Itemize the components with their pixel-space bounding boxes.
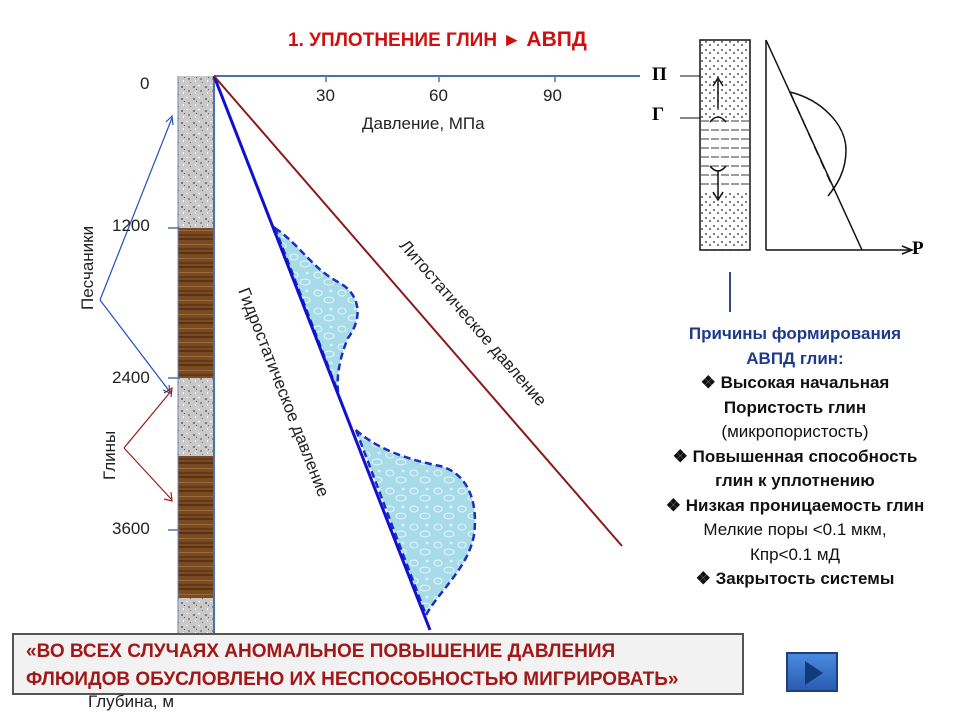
pressure-axis-line	[214, 76, 640, 82]
cause-text: Высокая начальная	[721, 373, 890, 392]
cause-text: Закрытость системы	[716, 569, 895, 588]
hydrostatic-line	[214, 76, 430, 630]
bullet-diamond-icon: ❖	[673, 447, 693, 466]
cause-text: Низкая проницаемость глин	[686, 496, 925, 515]
title-arrow-icon: ►	[502, 30, 521, 51]
depth-tick-2400: 2400	[112, 368, 150, 388]
depth-tick-0: 0	[140, 74, 149, 94]
causes-panel: Причины формирования АВПД глин: ❖ Высока…	[630, 322, 960, 592]
rock-column	[178, 76, 214, 633]
sand-layer	[178, 378, 214, 456]
depth-axis-label: Глубина, м	[88, 692, 174, 712]
cause-line: Мелкие поры <0.1 мкм,	[630, 518, 960, 543]
sand-arrows	[100, 116, 173, 393]
slide-title: 1. УПЛОТНЕНИЕ ГЛИН ► АВПД	[288, 28, 587, 52]
cause-text: Кпр<0.1 мД	[750, 545, 840, 564]
cause-line: ❖ Закрытость системы	[630, 567, 960, 592]
cause-text: Пористость глин	[724, 398, 866, 417]
inset-column-top	[700, 40, 750, 118]
conclusion-quote: «ВО ВСЕХ СЛУЧАЯХ АНОМАЛЬНОЕ ПОВЫШЕНИЕ ДА…	[12, 633, 744, 695]
inset-label-g: Г	[652, 104, 664, 126]
cause-line: Пористость глин	[630, 396, 960, 421]
sandstone-label: Песчаники	[78, 226, 98, 310]
next-slide-button[interactable]	[786, 652, 838, 692]
cause-text: (микропористость)	[721, 422, 868, 441]
title-accent: АВПД	[526, 28, 586, 51]
sand-layer	[178, 598, 214, 633]
cause-line: глин к уплотнению	[630, 469, 960, 494]
clay-label: Глины	[100, 431, 120, 480]
clay-arrows	[124, 388, 172, 501]
causes-heading-line: Причины формирования	[630, 322, 960, 347]
cause-text: Мелкие поры <0.1 мкм,	[703, 520, 886, 539]
inset-column-middle	[700, 118, 750, 190]
pressure-axis-label: Давление, МПа	[362, 114, 485, 134]
cause-line: ❖ Высокая начальная	[630, 371, 960, 396]
causes-heading-line: АВПД глин:	[630, 347, 960, 372]
cause-line: (микропористость)	[630, 420, 960, 445]
pressure-tick-30: 30	[316, 86, 335, 106]
inset-axis-label: P	[912, 238, 924, 260]
anomaly-zone-upper	[275, 228, 358, 392]
depth-tick-3600: 3600	[112, 519, 150, 539]
bullet-diamond-icon: ❖	[701, 373, 721, 392]
clay-layer	[178, 228, 214, 378]
quote-line: «ВО ВСЕХ СЛУЧАЯХ АНОМАЛЬНОЕ ПОВЫШЕНИЕ ДА…	[26, 638, 742, 666]
cause-text: Повышенная способность	[693, 447, 918, 466]
inset-label-p: П	[652, 64, 667, 86]
inset-column-bottom	[700, 190, 750, 250]
cause-line: ❖ Низкая проницаемость глин	[630, 494, 960, 519]
inset-figure	[644, 26, 956, 312]
anomaly-zone-lower	[356, 430, 475, 615]
title-text: 1. УПЛОТНЕНИЕ ГЛИН	[288, 30, 497, 51]
play-arrow-icon	[805, 661, 823, 685]
quote-line: ФЛЮИДОВ ОБУСЛОВЛЕНО ИХ НЕСПОСОБНОСТЬЮ МИ…	[26, 666, 742, 694]
depth-tick-1200: 1200	[112, 216, 150, 236]
pressure-tick-60: 60	[429, 86, 448, 106]
cause-line: ❖ Повышенная способность	[630, 445, 960, 470]
bullet-diamond-icon: ❖	[696, 569, 716, 588]
sand-layer	[178, 76, 214, 228]
cause-text: глин к уплотнению	[715, 471, 875, 490]
bullet-diamond-icon: ❖	[666, 496, 686, 515]
pressure-tick-90: 90	[543, 86, 562, 106]
cause-line: Кпр<0.1 мД	[630, 543, 960, 568]
clay-layer	[178, 456, 214, 598]
